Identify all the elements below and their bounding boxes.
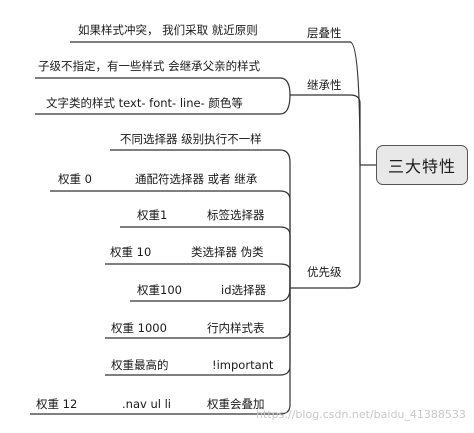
connector-priority	[290, 165, 361, 289]
connector-priority-header	[110, 149, 291, 288]
root-node: 三大特性	[376, 145, 468, 185]
connector-inherit-item-2	[35, 94, 291, 115]
priority-weight: 权重1	[137, 208, 168, 222]
priority-weight: 权重100	[137, 283, 182, 297]
priority-selector: id选择器	[221, 283, 266, 297]
priority-note: 权重会叠加	[207, 397, 265, 411]
priority-selector: 行内样式表	[207, 321, 265, 335]
inherit-item: 子级不指定，有一些样式 会继承父亲的样式	[38, 59, 261, 73]
priority-weight: 权重 0	[58, 172, 92, 186]
branch-label-priority: 优先级	[307, 265, 342, 279]
priority-selector: !important	[212, 358, 274, 372]
priority-weight: 权重 12	[36, 397, 78, 411]
connector-priority-row-3	[105, 263, 291, 288]
priority-selector: .nav ul li	[122, 397, 171, 411]
cascade-item: 如果样式冲突， 我们采取 就近原则	[78, 23, 258, 37]
priority-weight: 权重 1000	[111, 321, 167, 335]
connector-priority-row-1	[50, 190, 291, 288]
branch-label-inherit: 继承性	[307, 78, 342, 92]
inherit-item: 文字类的样式 text- font- line- 颜色等	[46, 96, 243, 110]
connector-priority-row-2	[120, 226, 291, 288]
watermark: https://blog.csdn.net/baidu_41388533	[256, 408, 466, 421]
branch-label-cascade: 层叠性	[307, 26, 342, 40]
connector-inherit	[290, 94, 361, 165]
priority-selector: 通配符选择器 或者 继承	[135, 172, 258, 186]
priority-selector: 类选择器 伪类	[191, 245, 264, 259]
connector-inherit-item-1	[35, 77, 291, 96]
priority-header: 不同选择器 级别执行不一样	[120, 132, 262, 146]
connector-priority-row-7	[30, 288, 291, 415]
priority-weight: 权重 10	[110, 245, 152, 259]
priority-selector: 标签选择器	[207, 208, 265, 222]
priority-weight: 权重最高的	[111, 358, 169, 372]
